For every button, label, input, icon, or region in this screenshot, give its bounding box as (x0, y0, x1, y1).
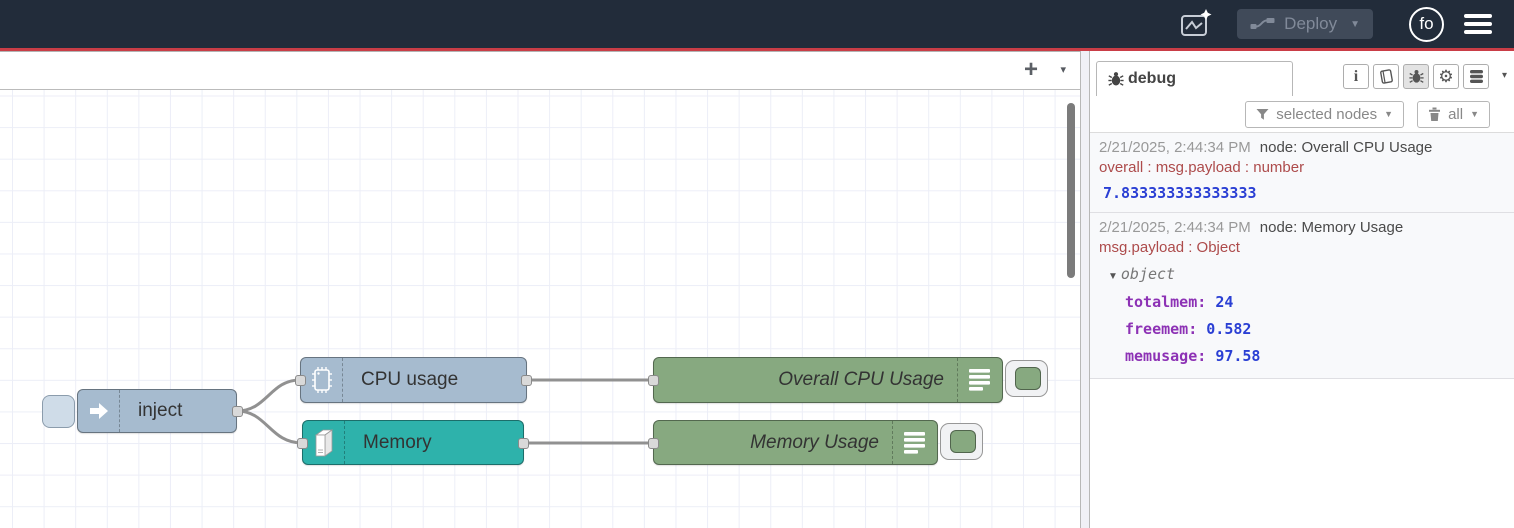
ai-assistant-icon[interactable] (1179, 8, 1213, 40)
node-cpu-usage[interactable]: CPU usage (300, 357, 527, 403)
bug-icon (1108, 72, 1124, 86)
database-icon[interactable] (1463, 64, 1489, 89)
node-label: CPU usage (361, 369, 459, 390)
help-book-icon[interactable] (1373, 64, 1399, 89)
node-memory[interactable]: Memory (302, 420, 524, 465)
port-cpu-in[interactable] (295, 375, 306, 386)
object-expand-toggle[interactable]: ▼object (1108, 265, 1176, 283)
sidebar-tabs: debug i ⚙ (1090, 51, 1514, 96)
node-inject[interactable]: inject (77, 389, 237, 433)
sidebar-resize-handle[interactable] (1080, 51, 1090, 528)
debug-list-icon (892, 421, 937, 464)
add-flow-button[interactable]: + (1023, 56, 1038, 83)
user-avatar[interactable]: fo (1409, 6, 1444, 42)
main-header: Deploy ▼ fo (0, 0, 1514, 48)
node-label: Memory (363, 431, 432, 453)
node-debug-overall-cpu[interactable]: Overall CPU Usage (653, 357, 1003, 403)
debug-message: 2/21/2025, 2:44:34 PM node: Overall CPU U… (1090, 133, 1514, 213)
port-inject-out[interactable] (232, 406, 243, 417)
message-property: msg.payload : Object (1099, 239, 1240, 256)
object-entry[interactable]: freemem: 0.582 (1099, 316, 1508, 343)
object-key: totalmem: (1125, 293, 1207, 311)
tab-debug-label: debug (1128, 70, 1176, 87)
debug-toggle-button[interactable] (940, 423, 983, 460)
header-accent-line (0, 48, 1514, 51)
node-label: inject (138, 400, 183, 421)
workspace-tabbar: + ▾ (0, 51, 1080, 90)
deploy-button[interactable]: Deploy ▼ (1237, 9, 1373, 39)
port-debug-cpu-in[interactable] (648, 375, 659, 386)
funnel-icon (1256, 108, 1269, 120)
port-cpu-out[interactable] (521, 375, 532, 386)
debug-sidebar: debug i ⚙ (1090, 51, 1514, 528)
debug-message-list: 2/21/2025, 2:44:34 PM node: Overall CPU U… (1090, 132, 1514, 379)
debug-list-icon (957, 358, 1002, 402)
node-label: Memory Usage (750, 431, 879, 453)
gear-icon[interactable]: ⚙ (1433, 64, 1459, 89)
message-timestamp: 2/21/2025, 2:44:34 PM (1099, 139, 1251, 156)
trash-icon (1429, 107, 1441, 121)
collapse-caret-icon: ▼ (1108, 271, 1118, 282)
clear-caret-icon: ▼ (1470, 109, 1479, 119)
server-icon (303, 421, 345, 464)
sidebar-caret-icon[interactable]: ▾ (1501, 70, 1507, 81)
deploy-label: Deploy (1284, 14, 1338, 33)
message-value[interactable]: 7.833333333333333 (1103, 184, 1257, 202)
wires-layer (236, 378, 653, 445)
object-key: memusage: (1125, 347, 1207, 365)
object-value: 0.582 (1206, 320, 1252, 338)
port-debug-mem-in[interactable] (648, 438, 659, 449)
object-entry[interactable]: totalmem: 24 (1099, 289, 1508, 316)
bug-icon (1408, 70, 1424, 83)
object-value: 24 (1215, 293, 1234, 311)
sidebar-toolbar: i ⚙ (1343, 64, 1489, 89)
node-label: Overall CPU Usage (778, 369, 944, 390)
port-memory-out[interactable] (518, 438, 529, 449)
debug-filter-row: selected nodes ▼ all ▼ (1090, 96, 1514, 132)
deploy-icon (1250, 18, 1275, 29)
info-tab-button[interactable]: i (1343, 64, 1369, 89)
clear-messages-button[interactable]: all ▼ (1417, 100, 1490, 128)
message-node-name: node: Overall CPU Usage (1259, 139, 1433, 156)
filter-caret-icon: ▼ (1384, 109, 1394, 119)
inject-trigger-button[interactable] (42, 395, 75, 428)
message-node-name: node: Memory Usage (1259, 219, 1404, 236)
wire[interactable] (236, 378, 301, 413)
inject-arrow-icon (78, 390, 120, 432)
port-memory-in[interactable] (297, 438, 308, 449)
object-key: freemem: (1125, 320, 1198, 338)
debug-tab-button[interactable] (1403, 64, 1429, 89)
flow-list-caret-icon[interactable]: ▾ (1060, 64, 1066, 76)
debug-toggle-button[interactable] (1005, 360, 1048, 397)
deploy-caret-icon[interactable]: ▼ (1350, 18, 1360, 30)
flow-canvas[interactable]: inject CPU usage (0, 90, 1080, 528)
menu-icon[interactable] (1464, 14, 1492, 34)
wire[interactable] (236, 409, 303, 445)
cpu-chip-icon (301, 358, 343, 402)
object-value: 97.58 (1215, 347, 1261, 365)
object-entry[interactable]: memusage: 97.58 (1099, 343, 1508, 370)
message-timestamp: 2/21/2025, 2:44:34 PM (1099, 219, 1251, 236)
message-property: overall : msg.payload : number (1099, 159, 1305, 176)
canvas-scrollbar[interactable] (1067, 103, 1075, 278)
tab-debug[interactable]: debug (1096, 61, 1293, 96)
filter-nodes-button[interactable]: selected nodes ▼ (1245, 100, 1405, 128)
node-debug-memory[interactable]: Memory Usage (653, 420, 938, 465)
